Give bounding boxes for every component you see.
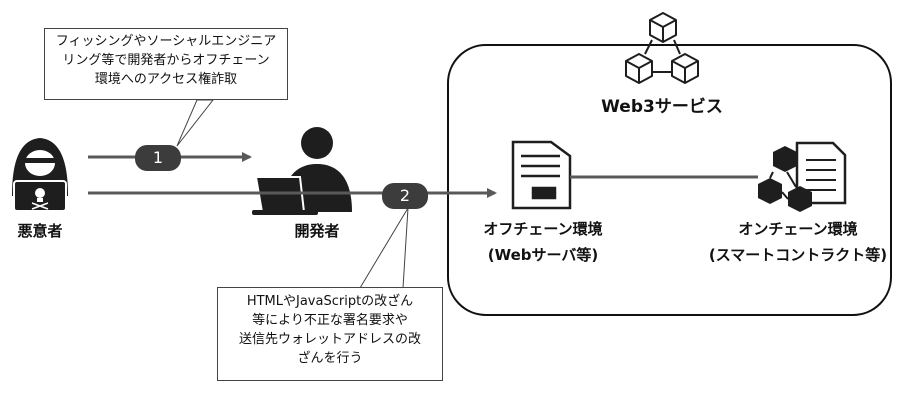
callout-bottom-pointer <box>359 207 409 289</box>
step1-badge <box>135 145 181 171</box>
offchain-label-line1: オフチェーン環境 <box>483 220 603 238</box>
callout-bottom-line: ざんを行う <box>297 351 363 366</box>
callout-bottom-line: 送信先ウォレットアドレスの改 <box>238 332 421 347</box>
callout-bottom-line: 等により不正な署名要求や <box>252 313 408 328</box>
blockchain-icon <box>625 12 699 84</box>
callout-top-line: フィッシングやソーシャルエンジニア <box>55 34 277 49</box>
step1-number: 1 <box>152 148 164 167</box>
offchain-label: オフチェーン環境 (Webサーバ等) <box>472 218 614 265</box>
hacker-icon <box>12 138 68 212</box>
callout-top-pointer <box>176 99 215 147</box>
developer-label: 開発者 <box>294 222 340 240</box>
server-icon <box>511 140 572 210</box>
attacker-label: 悪意者 <box>17 222 63 240</box>
callout-phishing: フィッシングやソーシャルエンジニア リング等で開発者からオフチェーン 環境へのア… <box>44 28 288 100</box>
onchain-label-line2: (スマートコントラクト等) <box>708 246 888 264</box>
step2-badge <box>382 183 428 209</box>
onchain-label-line1: オンチェーン環境 <box>738 220 858 238</box>
web3-service-box <box>447 44 892 316</box>
step2-number: 2 <box>399 186 411 205</box>
callout-top-line: 環境へのアクセス権詐取 <box>94 72 238 87</box>
smart-contract-icon <box>758 141 847 212</box>
developer-icon <box>252 127 352 215</box>
web3-service-title: Web3サービス <box>601 97 723 117</box>
offchain-label-line2: (Webサーバ等) <box>487 246 599 264</box>
callout-top-line: リング等で開発者からオフチェーン <box>62 53 270 68</box>
callout-tampering: HTMLやJavaScriptの改ざん 等により不正な署名要求や 送信先ウォレッ… <box>217 287 443 381</box>
onchain-label: オンチェーン環境 (スマートコントラクト等) <box>706 218 890 265</box>
callout-bottom-line: HTMLやJavaScriptの改ざん <box>246 294 414 309</box>
